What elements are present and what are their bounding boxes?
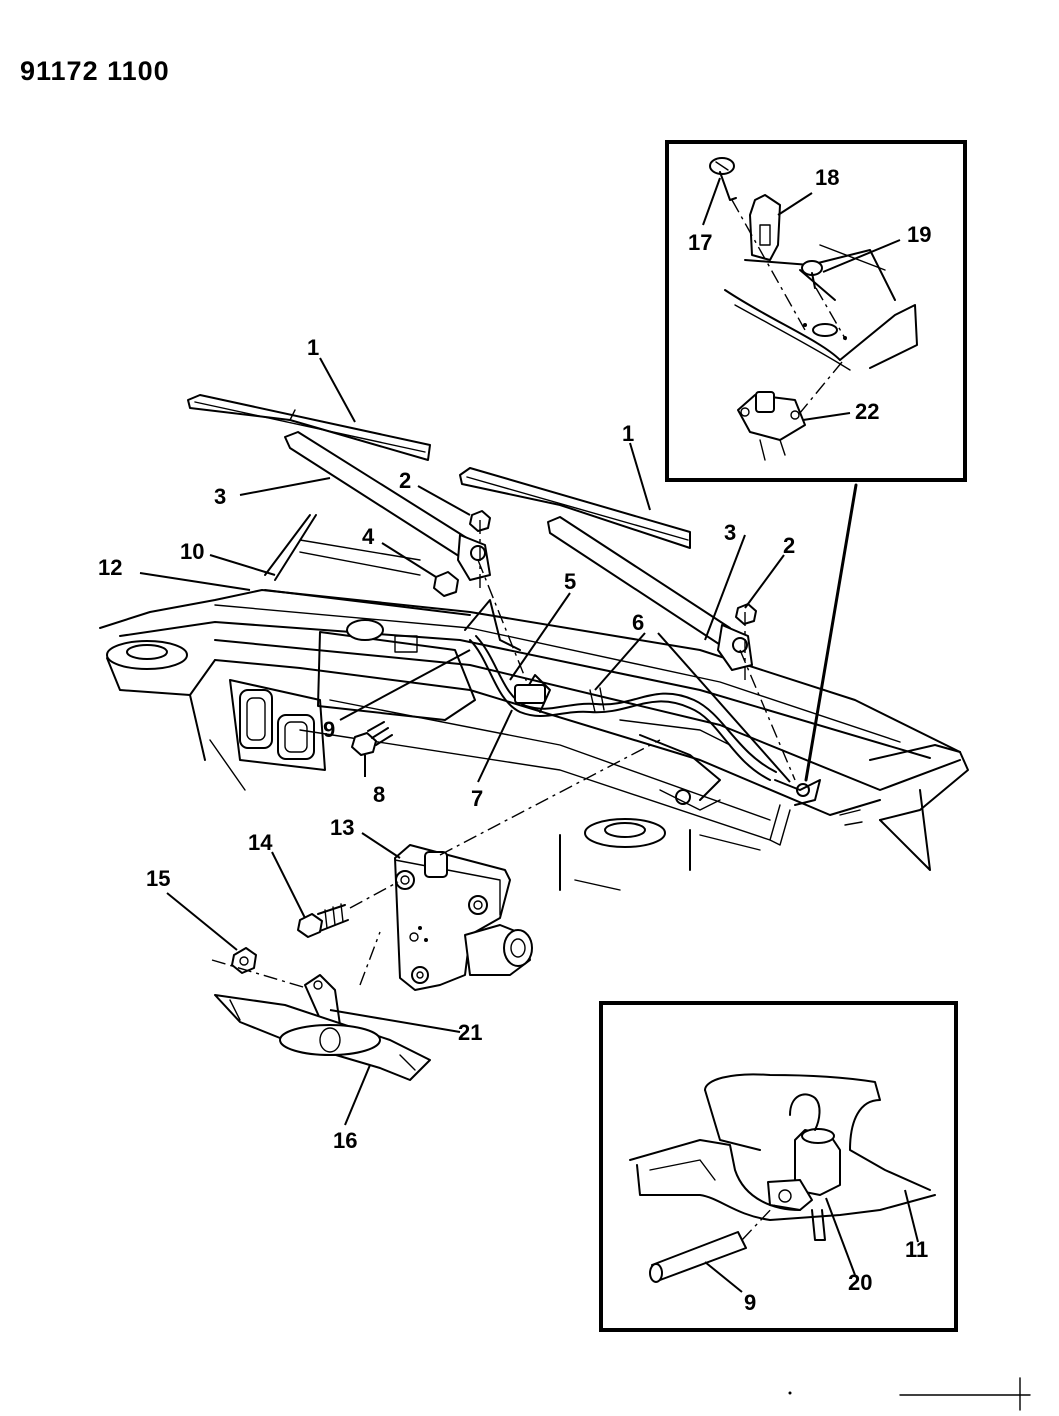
- callout-labels: 1 1 2 2 3 3 4 5 6 7 8 9 9 10 11 12 13 14…: [98, 165, 931, 1315]
- callout-8: 8: [373, 782, 385, 807]
- inset-washer-pump: [599, 1001, 958, 1332]
- callout-9-main: 9: [323, 717, 335, 742]
- callout-13: 13: [330, 815, 354, 840]
- callout-1-right: 1: [622, 421, 634, 446]
- callout-2-left: 2: [399, 468, 411, 493]
- wiper-linkage: [464, 599, 863, 846]
- callout-3-left: 3: [214, 484, 226, 509]
- wiper-arm-left[interactable]: [284, 431, 491, 581]
- reservoir-cap: [346, 619, 384, 641]
- callout-17: 17: [688, 230, 712, 255]
- callout-15: 15: [146, 866, 170, 891]
- callout-3-right: 3: [724, 520, 736, 545]
- wiper-motor[interactable]: [394, 844, 533, 991]
- registration-mark: [788, 1377, 1031, 1411]
- callout-1-left: 1: [307, 335, 319, 360]
- callout-9-inset: 9: [744, 1290, 756, 1315]
- cowl-screen-left: [264, 514, 471, 616]
- callout-21: 21: [458, 1020, 482, 1045]
- callout-11: 11: [905, 1237, 928, 1262]
- pivot-nut: [433, 571, 459, 597]
- callout-2-right: 2: [783, 533, 795, 558]
- reservoir-bolt: [351, 721, 393, 756]
- cowl-body-panel: [99, 589, 969, 891]
- crank-arm-nut: [231, 947, 257, 974]
- motor-mounting-bolt: [297, 903, 349, 938]
- vent-opening-left: [239, 689, 273, 749]
- callout-20: 20: [848, 1270, 872, 1295]
- callout-18: 18: [815, 165, 839, 190]
- callout-12: 12: [98, 555, 122, 580]
- callout-7: 7: [471, 786, 483, 811]
- wiper-blade-right[interactable]: [459, 467, 691, 549]
- wiper-blade-left[interactable]: [187, 394, 431, 461]
- vent-opening-right: [277, 714, 315, 760]
- wiper-arm-right[interactable]: [547, 516, 753, 671]
- drive-link-crank[interactable]: [214, 974, 431, 1081]
- callout-5: 5: [564, 569, 576, 594]
- callout-19: 19: [907, 222, 931, 247]
- callout-6: 6: [632, 610, 644, 635]
- washer-reservoir: [317, 631, 476, 721]
- inset-pivot-mounting: [665, 140, 967, 482]
- callout-10: 10: [180, 539, 204, 564]
- figure-number: 91172 1100: [20, 56, 170, 86]
- callout-4: 4: [362, 524, 375, 549]
- callout-22: 22: [855, 399, 879, 424]
- callout-14: 14: [248, 830, 273, 855]
- leader-lines: [139, 177, 919, 1293]
- washer-hose: [469, 635, 777, 781]
- callout-16: 16: [333, 1128, 357, 1153]
